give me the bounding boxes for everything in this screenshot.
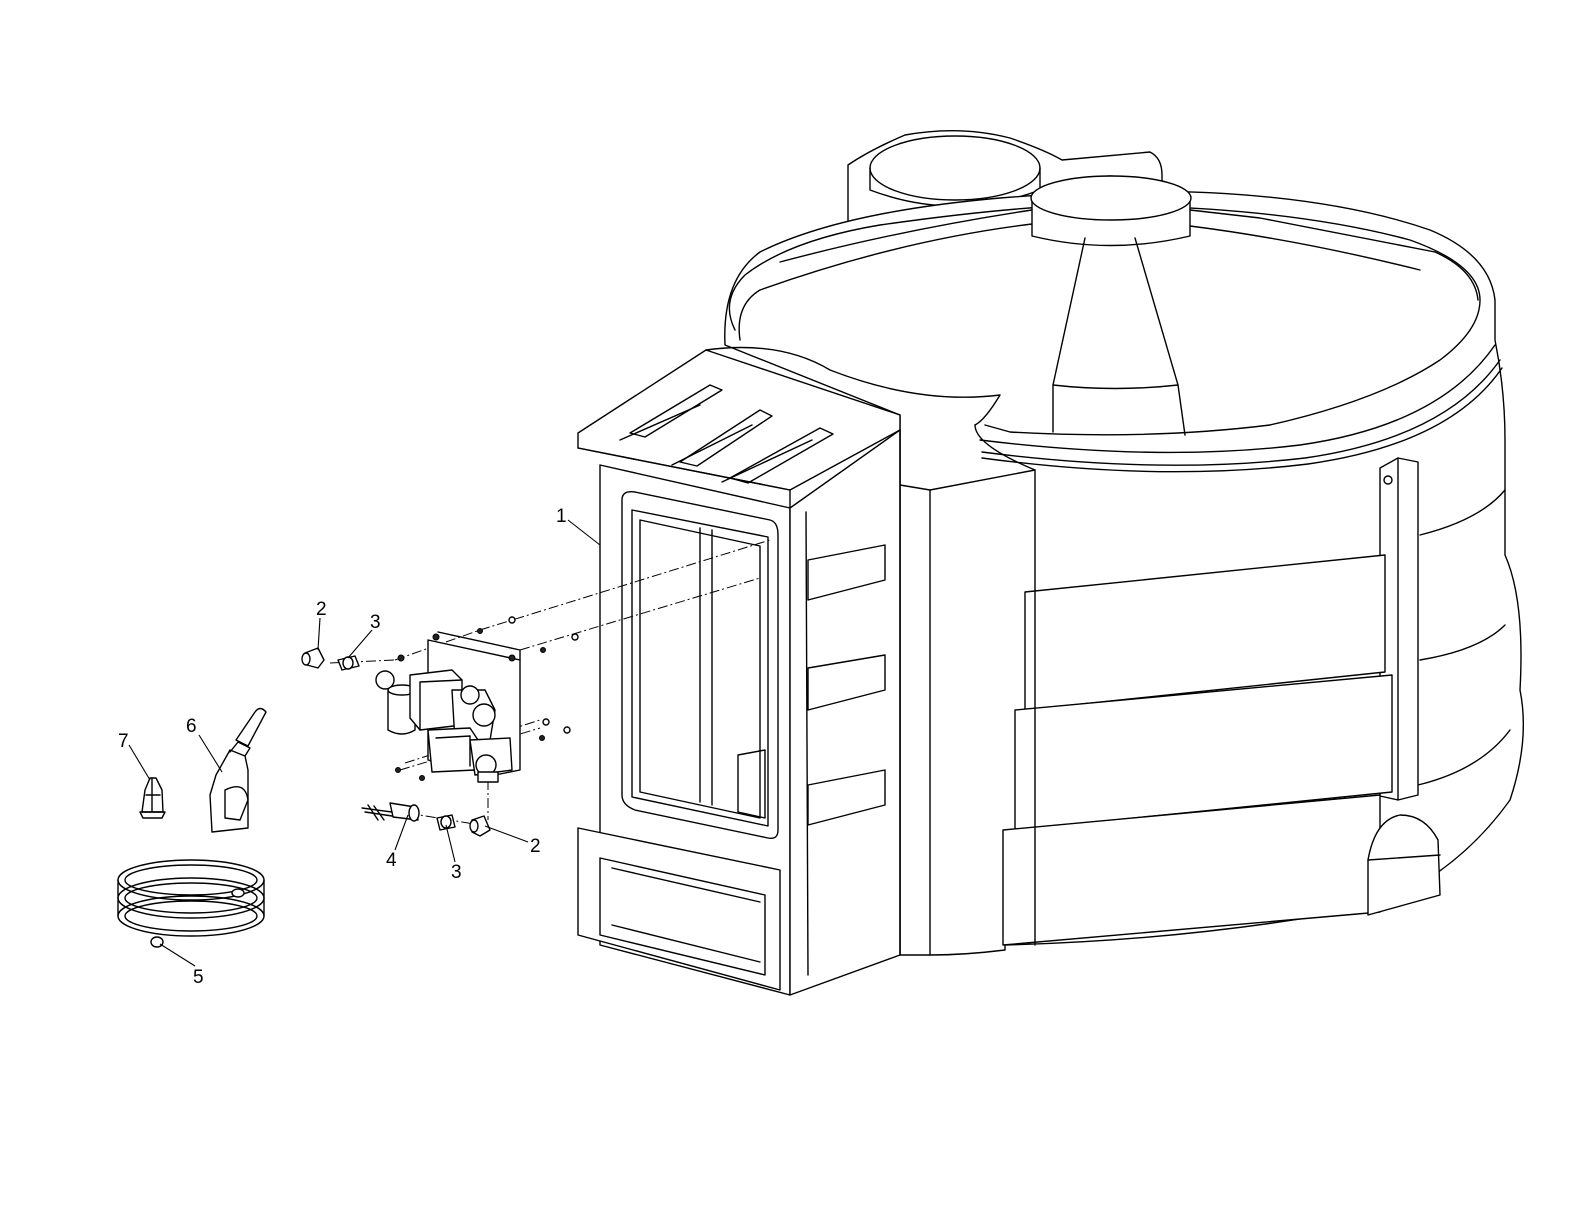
callout-7: 7 [118, 731, 129, 752]
callout-2-lower: 2 [530, 836, 541, 857]
callout-3-upper: 3 [370, 612, 381, 633]
leader-lines [128, 519, 601, 967]
tank-body [724, 129, 1525, 956]
fuel-nozzle [209, 707, 267, 833]
elbow-fitting-upper [301, 647, 325, 669]
nipple-fitting-lower [436, 814, 456, 831]
callout-2-upper: 2 [316, 599, 327, 620]
callout-4: 4 [386, 850, 397, 871]
callout-5: 5 [193, 967, 204, 988]
hose-coil [117, 859, 265, 948]
callout-1: 1 [556, 506, 567, 527]
pump-cabinet [577, 346, 1001, 996]
callout-3-lower: 3 [451, 862, 462, 883]
elbow-fitting-lower [469, 815, 491, 837]
swivel-fitting [361, 802, 420, 822]
nozzle-holder [139, 777, 166, 819]
callout-6: 6 [186, 716, 197, 737]
pump-assembly [375, 616, 579, 783]
nipple-fitting-upper [337, 655, 360, 671]
